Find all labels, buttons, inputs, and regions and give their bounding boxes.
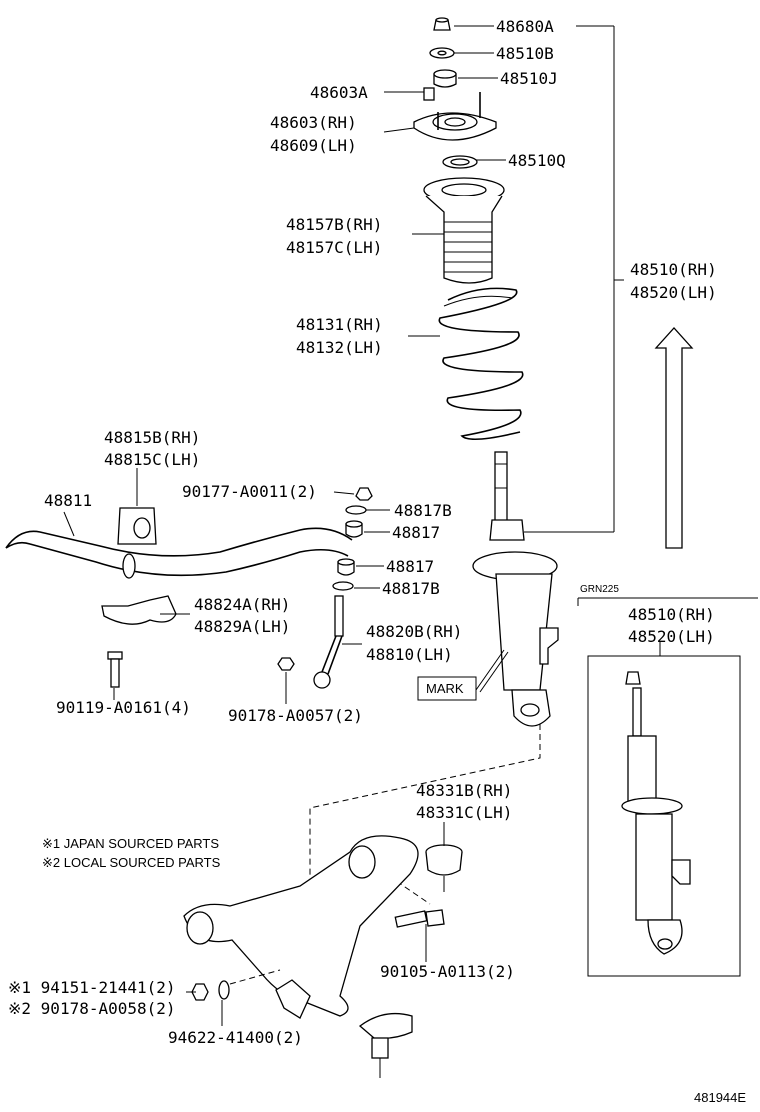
lower-control-arm	[183, 724, 541, 1078]
label-90178-a0057: 90178-A0057(2)	[228, 706, 363, 725]
label-48510-rh-grn: 48510(RH)	[628, 605, 715, 624]
label-48817-upper: 48817	[392, 523, 440, 542]
strut-mount-stack	[413, 17, 524, 440]
label-grn225: GRN225	[580, 584, 619, 595]
leader-lines	[63, 25, 624, 1026]
diagram-id: 481944E	[694, 1090, 746, 1105]
label-48820b: 48820B(RH)	[366, 622, 462, 641]
part-labels: 48680A 48510B 48510J 48603A 48603(RH) 48…	[8, 17, 746, 1105]
label-48510-rh: 48510(RH)	[630, 260, 717, 279]
label-48817b-upper: 48817B	[394, 501, 452, 520]
label-48132: 48132(LH)	[296, 338, 383, 357]
label-90177: 90177-A0011(2)	[182, 482, 317, 501]
grn225-section	[577, 597, 758, 977]
label-48510b: 48510B	[496, 44, 554, 63]
label-48157b: 48157B(RH)	[286, 215, 382, 234]
note-local-sourced: ※2 LOCAL SOURCED PARTS	[42, 855, 221, 870]
label-48824a: 48824A(RH)	[194, 595, 290, 614]
label-48829a: 48829A(LH)	[194, 617, 290, 636]
label-48131: 48131(RH)	[296, 315, 383, 334]
label-90119: 90119-A0161(4)	[56, 698, 191, 717]
label-48331b: 48331B(RH)	[416, 781, 512, 800]
label-48815b: 48815B(RH)	[104, 428, 200, 447]
label-48157c: 48157C(LH)	[286, 238, 382, 257]
label-48520-lh: 48520(LH)	[630, 283, 717, 302]
label-48603a: 48603A	[310, 83, 368, 102]
assembly-arrow	[654, 327, 694, 549]
label-mark: MARK	[426, 681, 464, 696]
label-90178-a0058: ※2 90178-A0058(2)	[8, 999, 176, 1018]
label-48815c: 48815C(LH)	[104, 450, 200, 469]
stabilizer-link	[277, 487, 373, 689]
label-48331c: 48331C(LH)	[416, 803, 512, 822]
label-48520-lh-grn: 48520(LH)	[628, 627, 715, 646]
label-48817-lower: 48817	[386, 557, 434, 576]
label-48811: 48811	[44, 491, 92, 510]
stabilizer-bar	[5, 507, 353, 688]
label-94151: ※1 94151-21441(2)	[8, 978, 176, 997]
note-japan-sourced: ※1 JAPAN SOURCED PARTS	[42, 836, 219, 851]
label-48817b-lower: 48817B	[382, 579, 440, 598]
label-48603: 48603(RH)	[270, 113, 357, 132]
label-48680a: 48680A	[496, 17, 554, 36]
label-48810: 48810(LH)	[366, 645, 453, 664]
label-48510j: 48510J	[500, 69, 558, 88]
label-48609: 48609(LH)	[270, 136, 357, 155]
label-48510q: 48510Q	[508, 151, 566, 170]
strut-assembly	[472, 451, 559, 727]
label-90105: 90105-A0113(2)	[380, 962, 515, 981]
mark-box	[417, 676, 477, 701]
label-94622: 94622-41400(2)	[168, 1028, 303, 1047]
